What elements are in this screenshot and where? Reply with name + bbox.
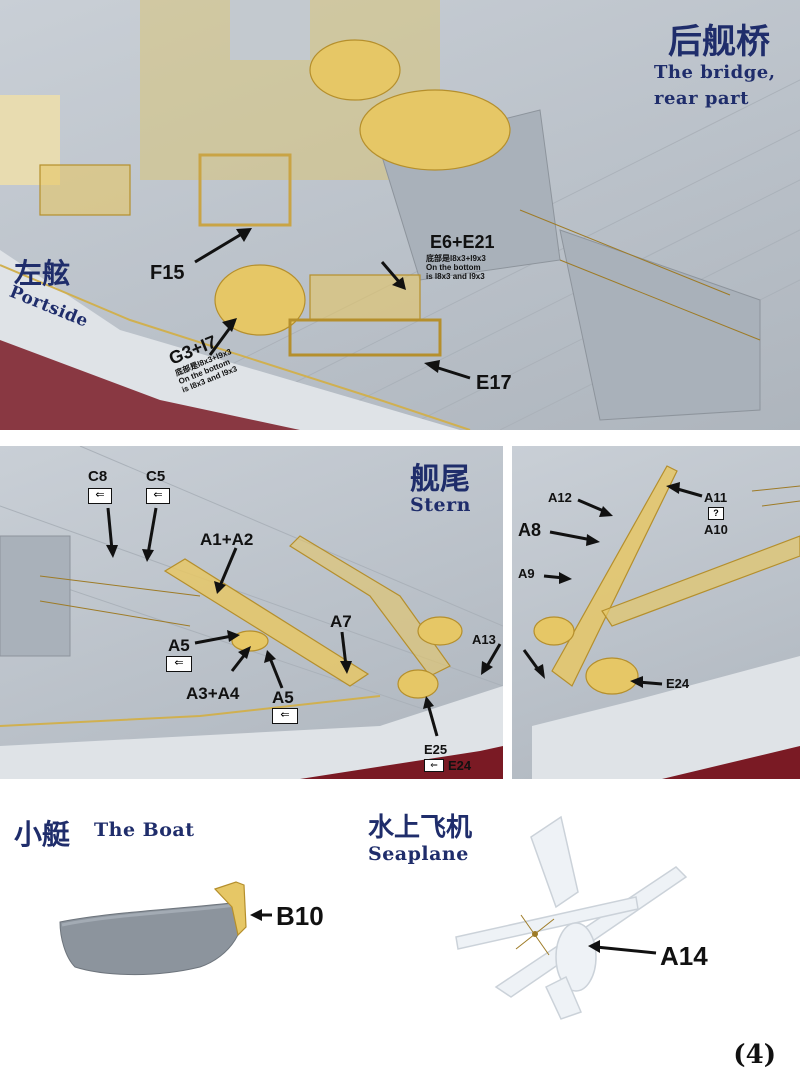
label-e24-crane: E24 — [666, 676, 690, 691]
flip-direction-icon: ⇐ — [146, 488, 170, 504]
arrow-pointer-icon — [549, 530, 600, 546]
label-a3-a4: A3+A4 — [186, 684, 240, 703]
arrow-pointer-icon — [250, 909, 272, 921]
top-photo-panel: 后舰桥 The bridge, rear part 左舷 Portside F1… — [0, 0, 800, 430]
arrow-pointer-icon — [424, 360, 471, 380]
label-e25: E25 — [424, 742, 448, 757]
label-a14: A14 — [660, 941, 708, 971]
label-a11: A11 — [704, 490, 728, 505]
arrow-pointer-icon — [194, 228, 252, 264]
label-e6-e21-note-en1: On the bottom — [426, 263, 481, 272]
stern-title-cn: 舰尾 — [410, 462, 470, 497]
arrow-pointer-icon — [577, 498, 613, 517]
seaplane-title-en: Seaplane — [368, 843, 469, 865]
page-number: (4) — [733, 1040, 776, 1070]
stern-title-en: Stern — [410, 494, 471, 516]
flip-direction-icon: ⇐ — [166, 656, 192, 672]
label-c5: C5 — [146, 468, 166, 485]
rear-bridge-title-cn: 后舰桥 — [668, 22, 770, 62]
label-a13: A13 — [472, 632, 496, 647]
crane-photo-panel: A12 A11 ? A10 A8 A9 E24 — [512, 446, 800, 779]
label-a9: A9 — [518, 566, 535, 581]
propeller — [515, 914, 555, 956]
flip-direction-icon: ⇐ — [272, 708, 298, 724]
rear-bridge-title-en-line1: The bridge, — [654, 62, 776, 83]
arrow-pointer-icon — [666, 482, 703, 498]
arrow-pointer-icon — [380, 261, 406, 290]
portside-title-cn: 左舷 — [14, 257, 71, 290]
ship-rear-bridge-illustration — [0, 0, 800, 430]
arrow-pointer-icon — [208, 318, 237, 356]
label-f15: F15 — [150, 262, 185, 284]
label-a8: A8 — [518, 520, 542, 540]
boat-photo-panel: 小艇 The Boat B10 — [0, 797, 334, 1027]
rear-bridge-title-en-line2: rear part — [654, 88, 749, 109]
label-e24: E24 — [448, 758, 472, 773]
arrow-pointer-icon — [106, 507, 118, 558]
arrow-pointer-icon — [264, 650, 284, 689]
boat-title-en: The Boat — [94, 819, 195, 841]
arrow-pointer-icon — [230, 646, 251, 672]
question-mark: ? — [713, 508, 719, 518]
arrow-pointer-icon — [214, 547, 238, 594]
arrow-pointer-icon — [340, 631, 352, 674]
flip-direction-icon: ⇐ — [88, 488, 112, 504]
label-c8: C8 — [88, 468, 108, 485]
label-a7: A7 — [330, 612, 352, 631]
flip-direction-icon: ⇐ — [424, 759, 444, 772]
arrow-pointer-icon — [522, 649, 545, 679]
label-a12: A12 — [548, 490, 572, 505]
label-e6-e21: E6+E21 — [430, 232, 495, 252]
label-e17: E17 — [476, 372, 512, 394]
arrow-pointer-icon — [630, 676, 663, 688]
label-e6-e21-note-cn: 底部是l8x3+l9x3 — [426, 254, 486, 263]
arrow-pointer-icon — [588, 940, 657, 955]
arrow-pointer-icon — [142, 507, 158, 562]
stern-photo-panel: 舰尾 Stern C8 ⇐ C5 ⇐ A1+A2 A5 ⇐ A3+A4 A5 ⇐… — [0, 446, 503, 779]
arrow-pointer-icon — [423, 696, 439, 737]
boat-illustration — [59, 881, 272, 976]
arrow-pointer-icon — [481, 643, 502, 675]
arrow-pointer-icon — [543, 572, 572, 584]
label-a10: A10 — [704, 522, 728, 537]
label-b10: B10 — [276, 901, 324, 931]
arrow-pointer-icon — [194, 630, 240, 645]
stern-illustration — [0, 446, 503, 779]
label-a5-bottom: A5 — [272, 688, 294, 707]
label-e6-e21-note-en2: is l8x3 and l9x3 — [426, 272, 485, 281]
label-a5-top: A5 — [168, 636, 190, 655]
boat-title-cn: 小艇 — [14, 818, 71, 851]
label-a1-a2: A1+A2 — [200, 530, 254, 549]
seaplane-photo-panel: 水上飞机 Seaplane A14 — [346, 797, 800, 1027]
seaplane-title-cn: 水上飞机 — [368, 813, 473, 843]
crane-illustration — [522, 465, 800, 779]
question-box-icon: ? — [708, 507, 724, 520]
seaplane-illustration — [455, 815, 688, 1020]
